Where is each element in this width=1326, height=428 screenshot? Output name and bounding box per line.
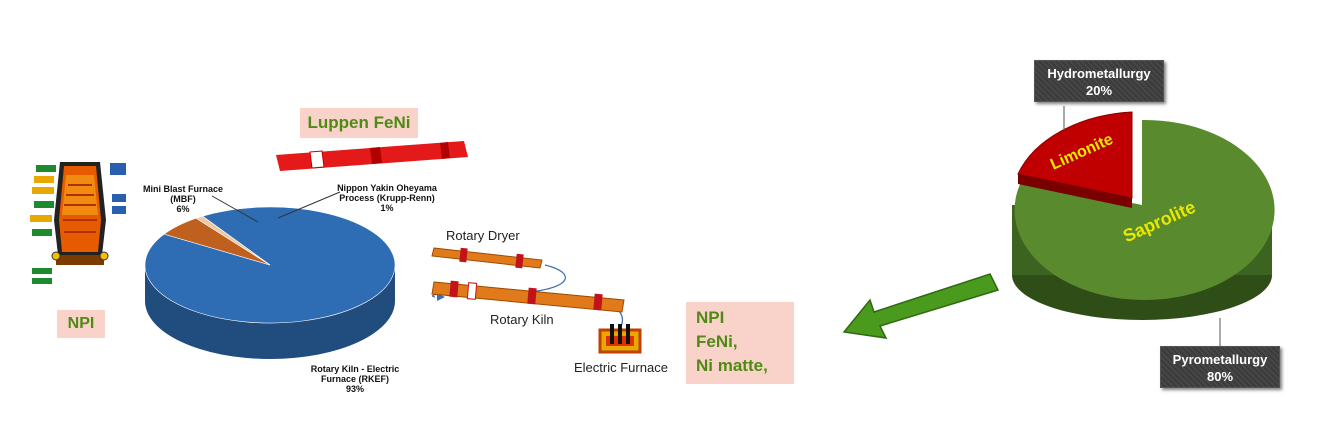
pie-side-0: [145, 265, 395, 359]
electric-furnace-icon: [598, 324, 642, 354]
krupp-renn-name-line1: Nippon Yakin Oheyama: [337, 183, 437, 193]
ore-type-pie-chart: [1012, 111, 1275, 320]
mbf-value: 6%: [176, 204, 190, 214]
hydrometallurgy-label: Hydrometallurgy: [1047, 66, 1151, 81]
blast-furnace-icon: [30, 162, 126, 284]
blast-furnace-illustration: [30, 160, 130, 290]
product-feni: FeNi,: [696, 332, 738, 351]
rkef-name-line2: Furnace (RKEF): [320, 374, 389, 384]
rkef-slice-label: Rotary Kiln - Electric Furnace (RKEF) 93…: [296, 364, 414, 394]
npi-label: NPI: [67, 315, 95, 332]
luppen-kiln-icon: [276, 141, 468, 171]
rotary-dryer-icon: [431, 247, 543, 269]
process-share-pie-chart: [144, 206, 396, 359]
pyrometallurgy-callout: Pyrometallurgy 80%: [1160, 346, 1280, 388]
mbf-slice-label: Mini Blast Furnace (MBF) 6%: [128, 184, 238, 214]
pie-slice-2: [195, 215, 271, 266]
mbf-name-line1: Mini Blast Furnace: [142, 184, 223, 194]
rotary-kiln-label: Rotary Kiln: [490, 312, 554, 327]
krupp-renn-name-line2: Process (Krupp-Renn): [339, 193, 435, 203]
hydrometallurgy-value: 20%: [1085, 83, 1113, 98]
rkef-name-line1: Rotary Kiln - Electric: [310, 364, 400, 374]
krupp-renn-slice-label: Nippon Yakin Oheyama Process (Krupp-Renn…: [322, 183, 452, 213]
luppen-label: Luppen FeNi: [307, 113, 411, 132]
products-box: NPI FeNi, Ni matte,: [686, 302, 794, 384]
npi-label-box: NPI: [57, 310, 105, 338]
hydrometallurgy-callout: Hydrometallurgy 20%: [1034, 60, 1164, 102]
product-ni-matte: Ni matte,: [696, 356, 768, 375]
green-arrow-icon: [842, 273, 1000, 339]
mbf-name-line2: (MBF): [170, 194, 196, 204]
product-npi: NPI: [696, 308, 725, 327]
rkef-value: 93%: [345, 384, 364, 394]
luppen-label-box: Luppen FeNi: [300, 108, 418, 138]
rotary-kiln-icon: [431, 280, 625, 313]
pyrometallurgy-value: 80%: [1206, 369, 1234, 384]
krupp-renn-value: 1%: [380, 203, 394, 213]
electric-furnace-label: Electric Furnace: [574, 360, 668, 375]
rotary-dryer-label: Rotary Dryer: [446, 228, 520, 243]
pyrometallurgy-label: Pyrometallurgy: [1172, 352, 1268, 367]
